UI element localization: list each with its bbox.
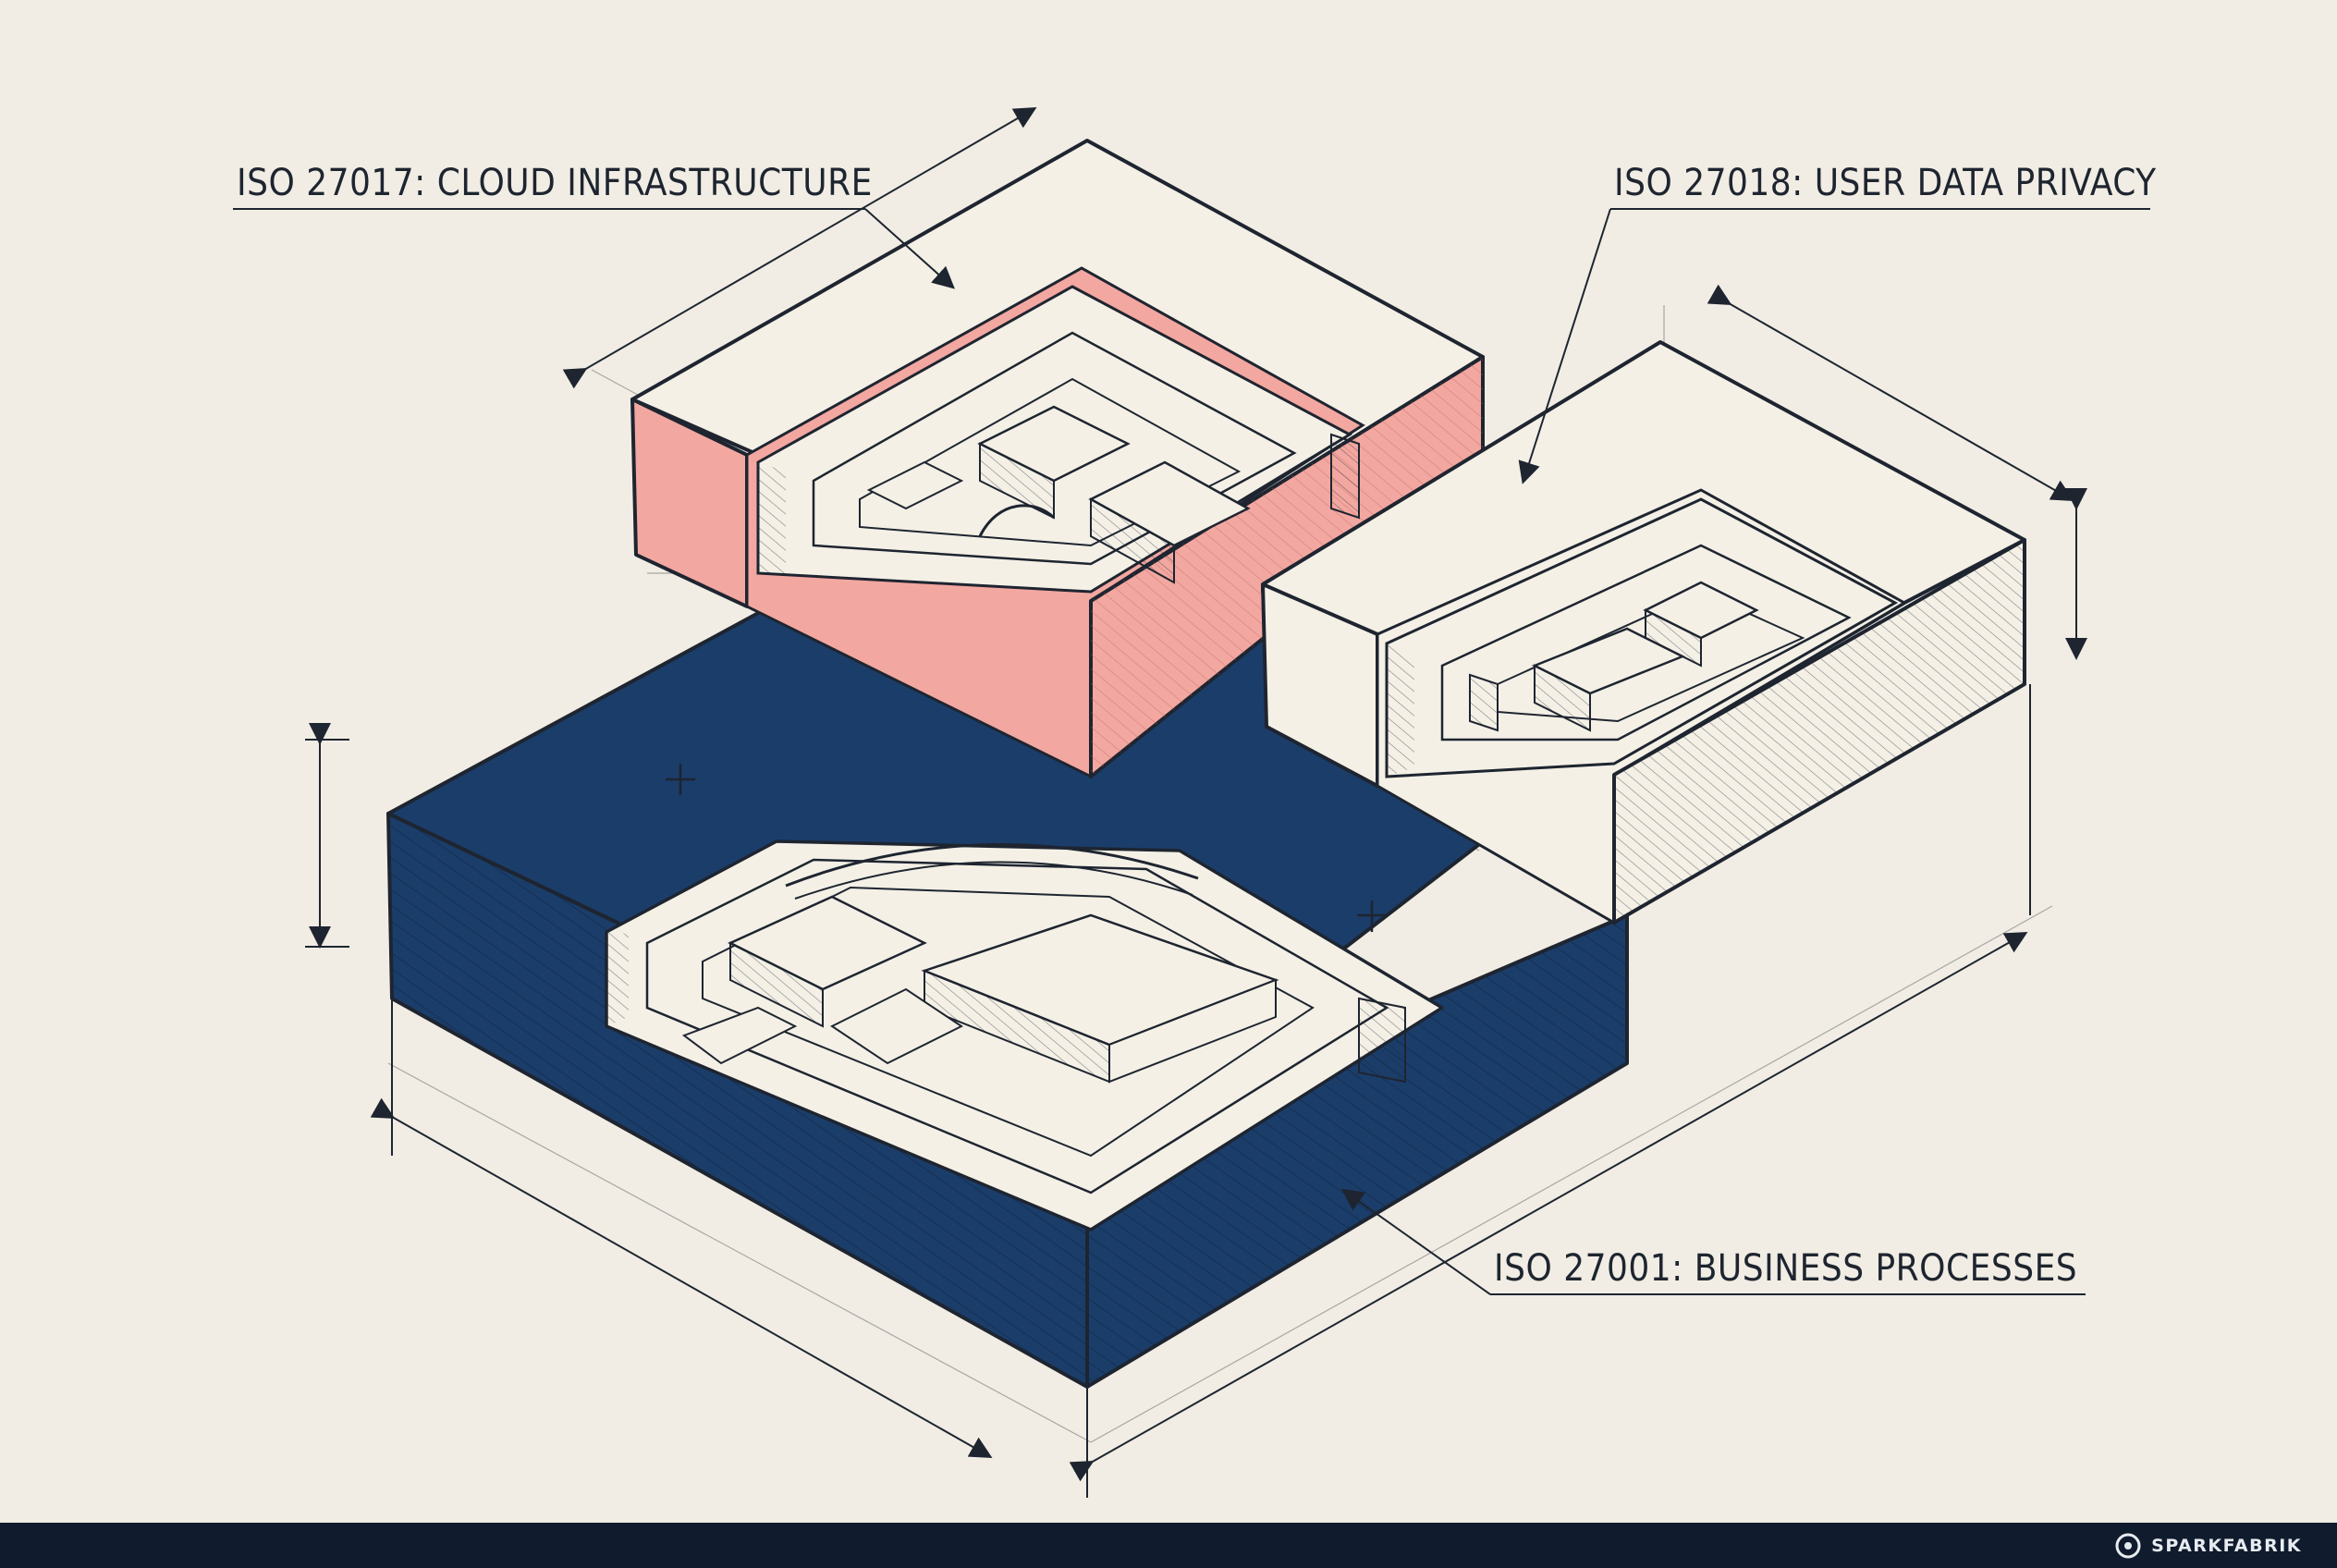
label-business-processes: ISO 27001: BUSINESS PROCESSES xyxy=(1494,1247,2078,1290)
label-user-data-privacy: ISO 27018: USER DATA PRIVACY xyxy=(1614,162,2157,204)
isometric-diagram xyxy=(233,106,2150,1498)
brand: SPARKFABRIK xyxy=(2112,1532,2302,1560)
label-cloud-infrastructure: ISO 27017: CLOUD INFRASTRUCTURE xyxy=(237,162,873,204)
logo-icon xyxy=(2115,1533,2141,1559)
dimension-lines xyxy=(305,106,2087,1498)
leader-lines xyxy=(233,208,2150,1295)
cloud-infrastructure-block xyxy=(630,139,1485,779)
user-data-privacy-block xyxy=(1261,340,2026,925)
footer-bar: SPARKFABRIK xyxy=(0,1523,2337,1568)
brand-name: SPARKFABRIK xyxy=(2151,1536,2302,1556)
